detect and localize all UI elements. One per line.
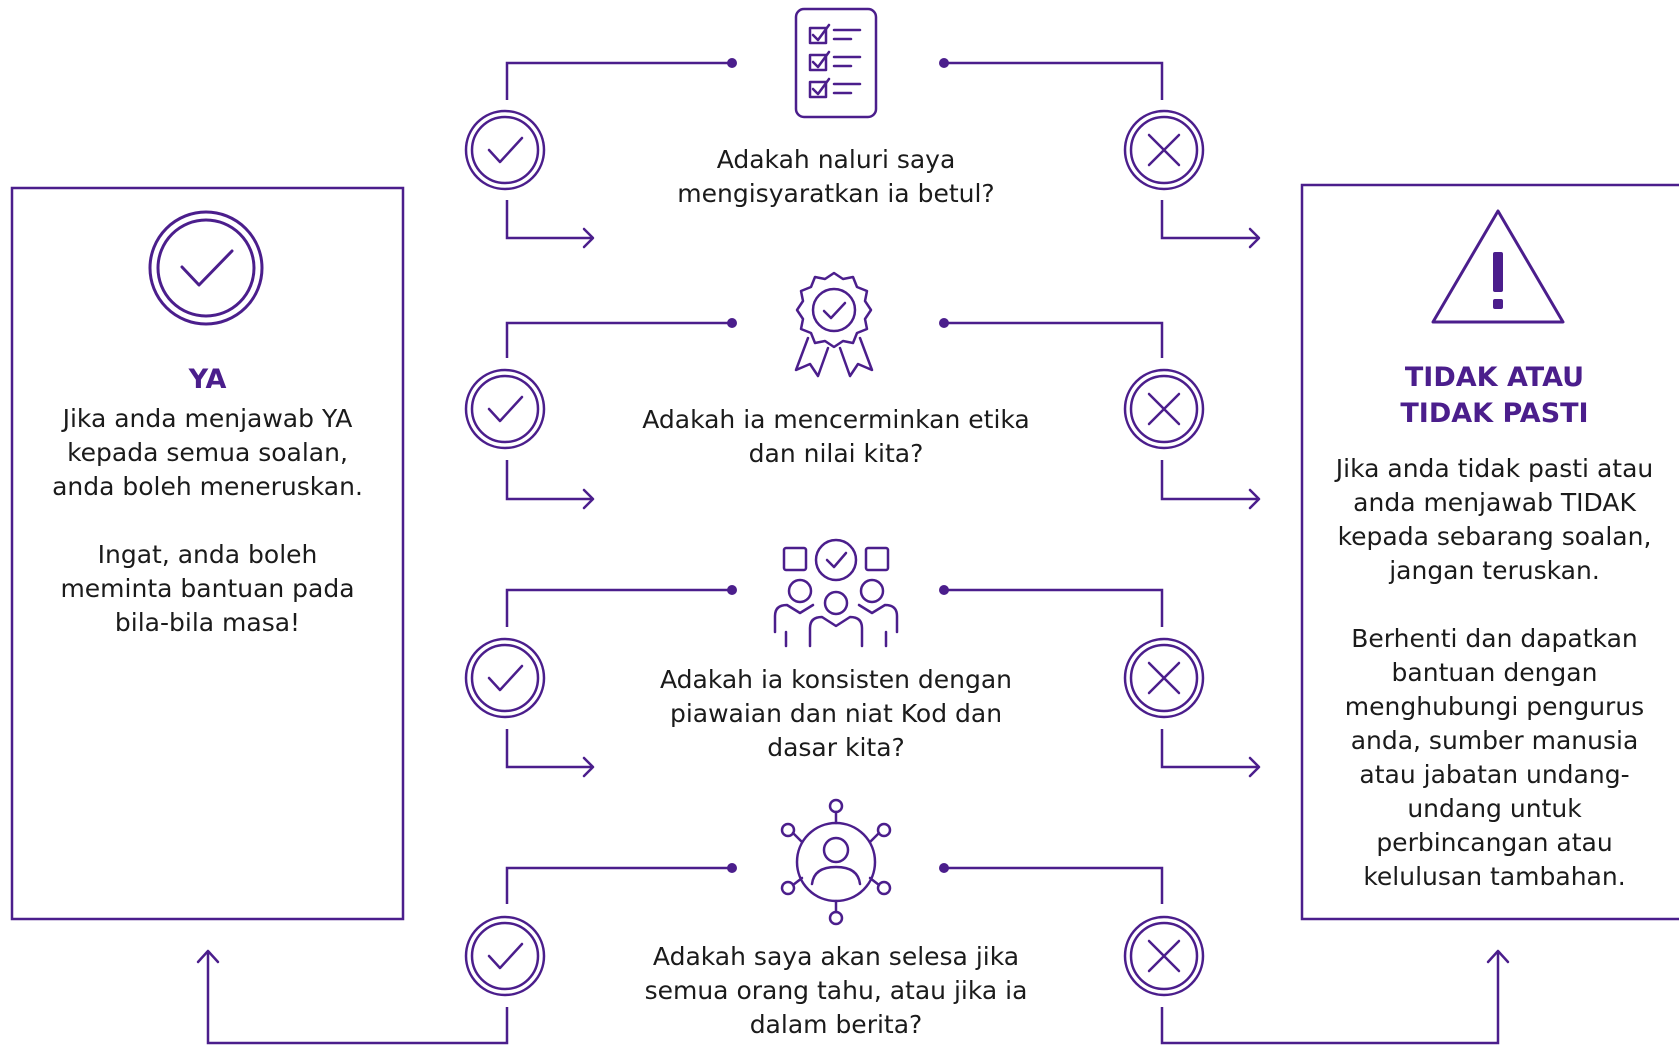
warning-triangle-icon <box>1431 209 1565 324</box>
no-panel-body: Jika anda tidak pasti atau anda menjawab… <box>1322 452 1667 894</box>
no-panel-title: TIDAK ATAU TIDAK PASTI <box>1400 362 1589 429</box>
question-4: Adakah saya akan selesa jika semua orang… <box>644 942 1028 1039</box>
no-cross-icon <box>1123 368 1205 450</box>
yes-panel <box>10 186 405 921</box>
check-circle-icon <box>148 210 264 326</box>
flow-row-3 <box>464 585 1261 778</box>
yes-panel-body: Jika anda menjawab YA kepada semua soala… <box>40 402 375 640</box>
no-cross-icon <box>1123 109 1205 191</box>
award-badge-icon <box>794 271 874 378</box>
no-panel-advice: Berhenti dan dapatkan bantuan dengan men… <box>1344 624 1645 891</box>
no-panel-instruction: Jika anda tidak pasti atau anda menjawab… <box>1335 454 1654 585</box>
yes-check-icon <box>464 109 546 191</box>
no-panel <box>1300 183 1679 921</box>
network-person-icon <box>780 798 892 926</box>
question-1: Adakah naluri saya mengisyaratkan ia bet… <box>677 145 995 208</box>
no-cross-icon <box>1123 915 1205 997</box>
no-panel-text: TIDAK ATAU TIDAK PASTI Jika anda tidak p… <box>1322 360 1667 894</box>
question-2: Adakah ia mencerminkan etika dan nilai k… <box>642 405 1030 468</box>
team-check-icon <box>773 538 899 648</box>
yes-check-icon <box>464 637 546 719</box>
question-3: Adakah ia konsisten dengan piawaian dan … <box>659 665 1013 762</box>
flow-row-4 <box>196 863 1510 1045</box>
yes-panel-text: YA Jika anda menjawab YA kepada semua so… <box>40 362 375 640</box>
yes-panel-reminder: Ingat, anda boleh meminta bantuan pada b… <box>60 540 355 637</box>
flow-row-1 <box>464 58 1261 249</box>
yes-check-icon <box>464 915 546 997</box>
checklist-icon <box>794 7 878 119</box>
no-cross-icon <box>1123 637 1205 719</box>
yes-panel-title: YA <box>188 364 227 395</box>
flow-row-2 <box>464 318 1261 510</box>
yes-panel-instruction: Jika anda menjawab YA kepada semua soala… <box>52 404 363 501</box>
yes-check-icon <box>464 368 546 450</box>
